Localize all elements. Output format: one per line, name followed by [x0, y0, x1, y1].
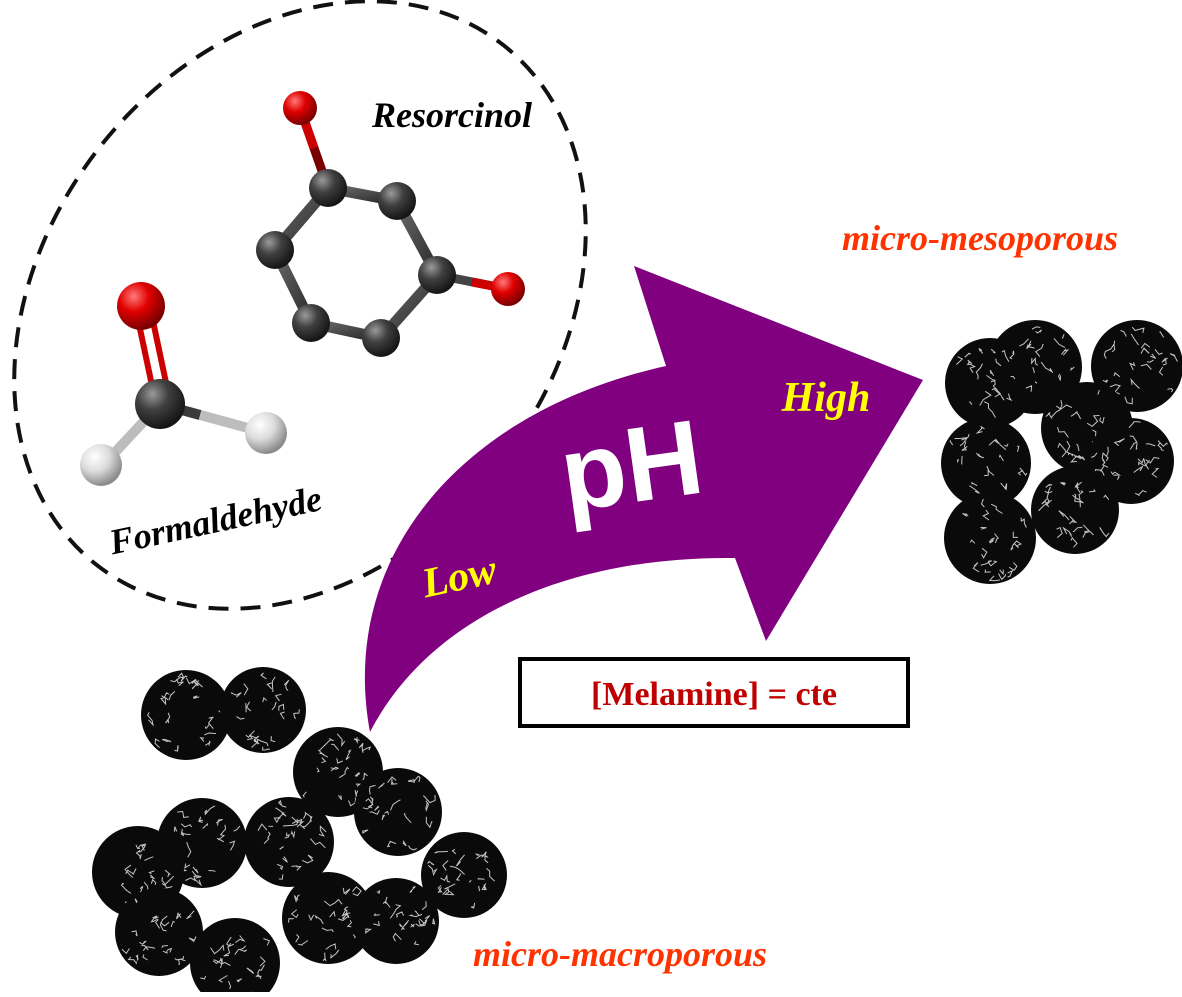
oxygen-atom: [117, 282, 165, 330]
micro-mesoporous-label: micro-mesoporous: [842, 218, 1118, 258]
porous-particle: [1031, 466, 1119, 554]
micro-macroporous-particle-cluster: [92, 667, 507, 997]
resorcinol-molecule-icon: [256, 91, 525, 357]
melamine-condition-box: [Melamine] = cte: [518, 657, 910, 728]
reactants-dashed-boundary: [12, 0, 588, 611]
porous-particle: [354, 768, 442, 856]
carbon-atom: [292, 304, 330, 342]
carbon-atom: [256, 231, 294, 269]
porous-particle: [944, 492, 1036, 584]
ph-arrow: pH Low High: [364, 266, 923, 732]
micro-mesoporous-particle-cluster: [941, 320, 1182, 584]
porous-particle: [421, 832, 507, 918]
porous-particle: [220, 667, 306, 753]
porous-particle: [353, 878, 439, 964]
oxygen-atom: [283, 91, 317, 125]
porous-particle: [1088, 418, 1174, 504]
carbon-atom: [418, 256, 456, 294]
formaldehyde-molecule-icon: [80, 282, 287, 486]
porous-particle: [282, 872, 374, 964]
porous-particle: [945, 338, 1035, 428]
carbon-atom: [362, 319, 400, 357]
oxygen-atom: [491, 272, 525, 306]
carbon-atom: [378, 182, 416, 220]
resorcinol-label: Resorcinol: [371, 95, 532, 135]
porous-particle: [1091, 320, 1182, 412]
ph-arrow-shape: [364, 266, 923, 732]
high-ph-label: High: [781, 375, 871, 421]
hydrogen-atom: [245, 412, 287, 454]
porous-particle: [244, 797, 334, 887]
carbon-atom: [135, 379, 185, 429]
melamine-label: [Melamine] = cte: [591, 676, 837, 713]
carbon-atom: [309, 169, 347, 207]
hydrogen-atom: [80, 444, 122, 486]
ph-label: pH: [553, 398, 709, 535]
formaldehyde-label: Formaldehyde: [105, 478, 326, 562]
porous-particle: [141, 670, 231, 760]
porous-particle: [190, 918, 280, 997]
micro-macroporous-label: micro-macroporous: [473, 934, 767, 974]
porous-particle: [115, 888, 203, 976]
